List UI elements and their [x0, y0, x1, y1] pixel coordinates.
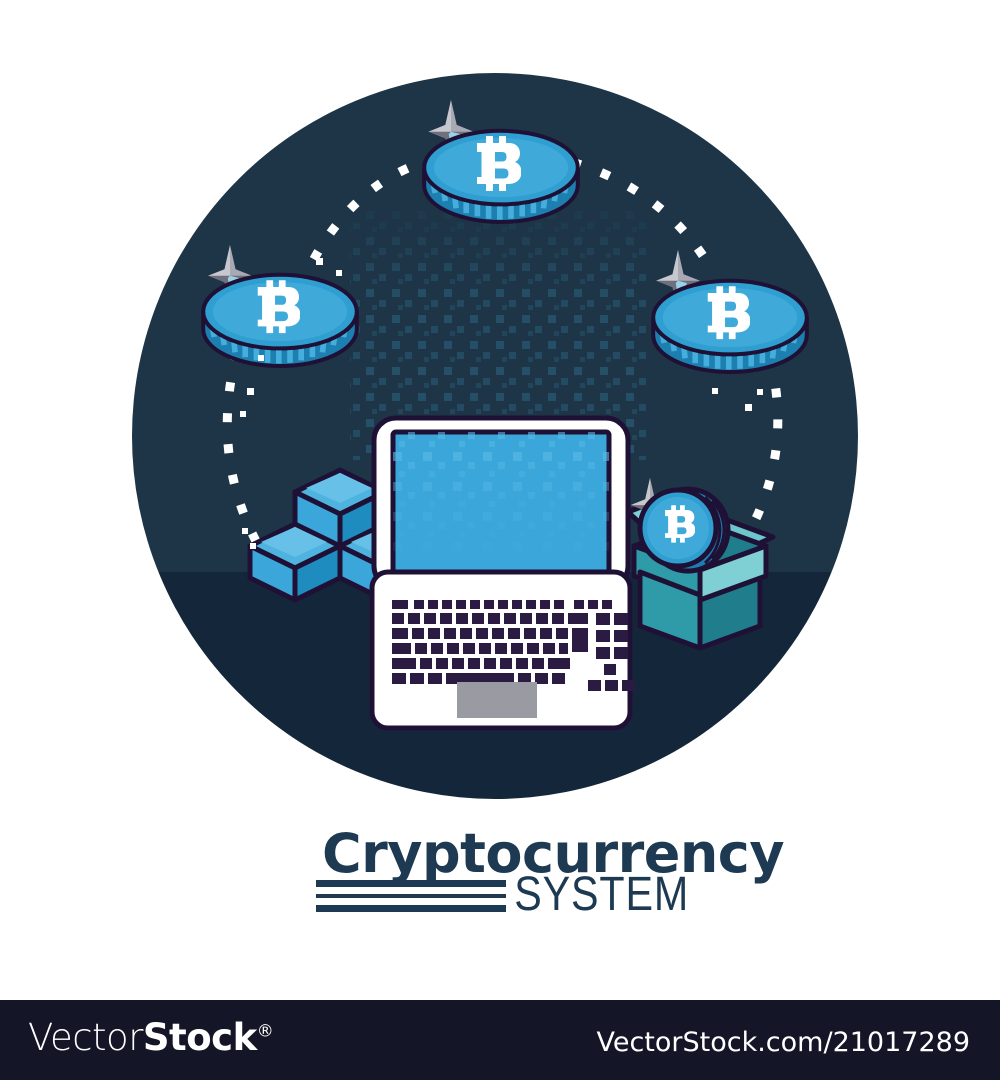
watermark-footer: VectorStock® VectorStock.com/21017289: [0, 1000, 1000, 1080]
title-primary: Cryptocurrency: [322, 822, 784, 885]
registered-trademark-icon: ®: [256, 1021, 274, 1042]
scatter-dots: [240, 258, 763, 549]
title-lockup: Cryptocurrency SYSTEM: [316, 822, 785, 921]
arc-left-top: [295, 155, 432, 289]
logo-text-light: Vector: [28, 1016, 143, 1059]
vectorstock-url: VectorStock.com/21017289: [596, 1027, 970, 1058]
title-secondary: SYSTEM: [514, 867, 689, 921]
arc-right-down: [736, 356, 783, 551]
arc-left-down: [222, 350, 262, 548]
title-rule-bottom: [316, 905, 506, 912]
title-rule-mid: [316, 894, 506, 898]
cryptocurrency-system-illustration: Cryptocurrency SYSTEM: [132, 73, 858, 921]
laptop-trackpad: [457, 682, 537, 718]
open-box-with-bitcoin: [625, 478, 776, 651]
vectorstock-logo: VectorStock®: [28, 1016, 274, 1059]
dotted-connection-network: [222, 155, 783, 551]
laptop-keyboard: [392, 600, 635, 691]
title-rule-top: [316, 880, 506, 887]
bitcoin-coin-box: [637, 486, 731, 574]
illustration-stage: Cryptocurrency SYSTEM: [132, 73, 858, 921]
logo-text-bold: Stock: [142, 1016, 257, 1059]
laptop-computer: [369, 415, 635, 731]
arc-top-right: [570, 157, 716, 273]
